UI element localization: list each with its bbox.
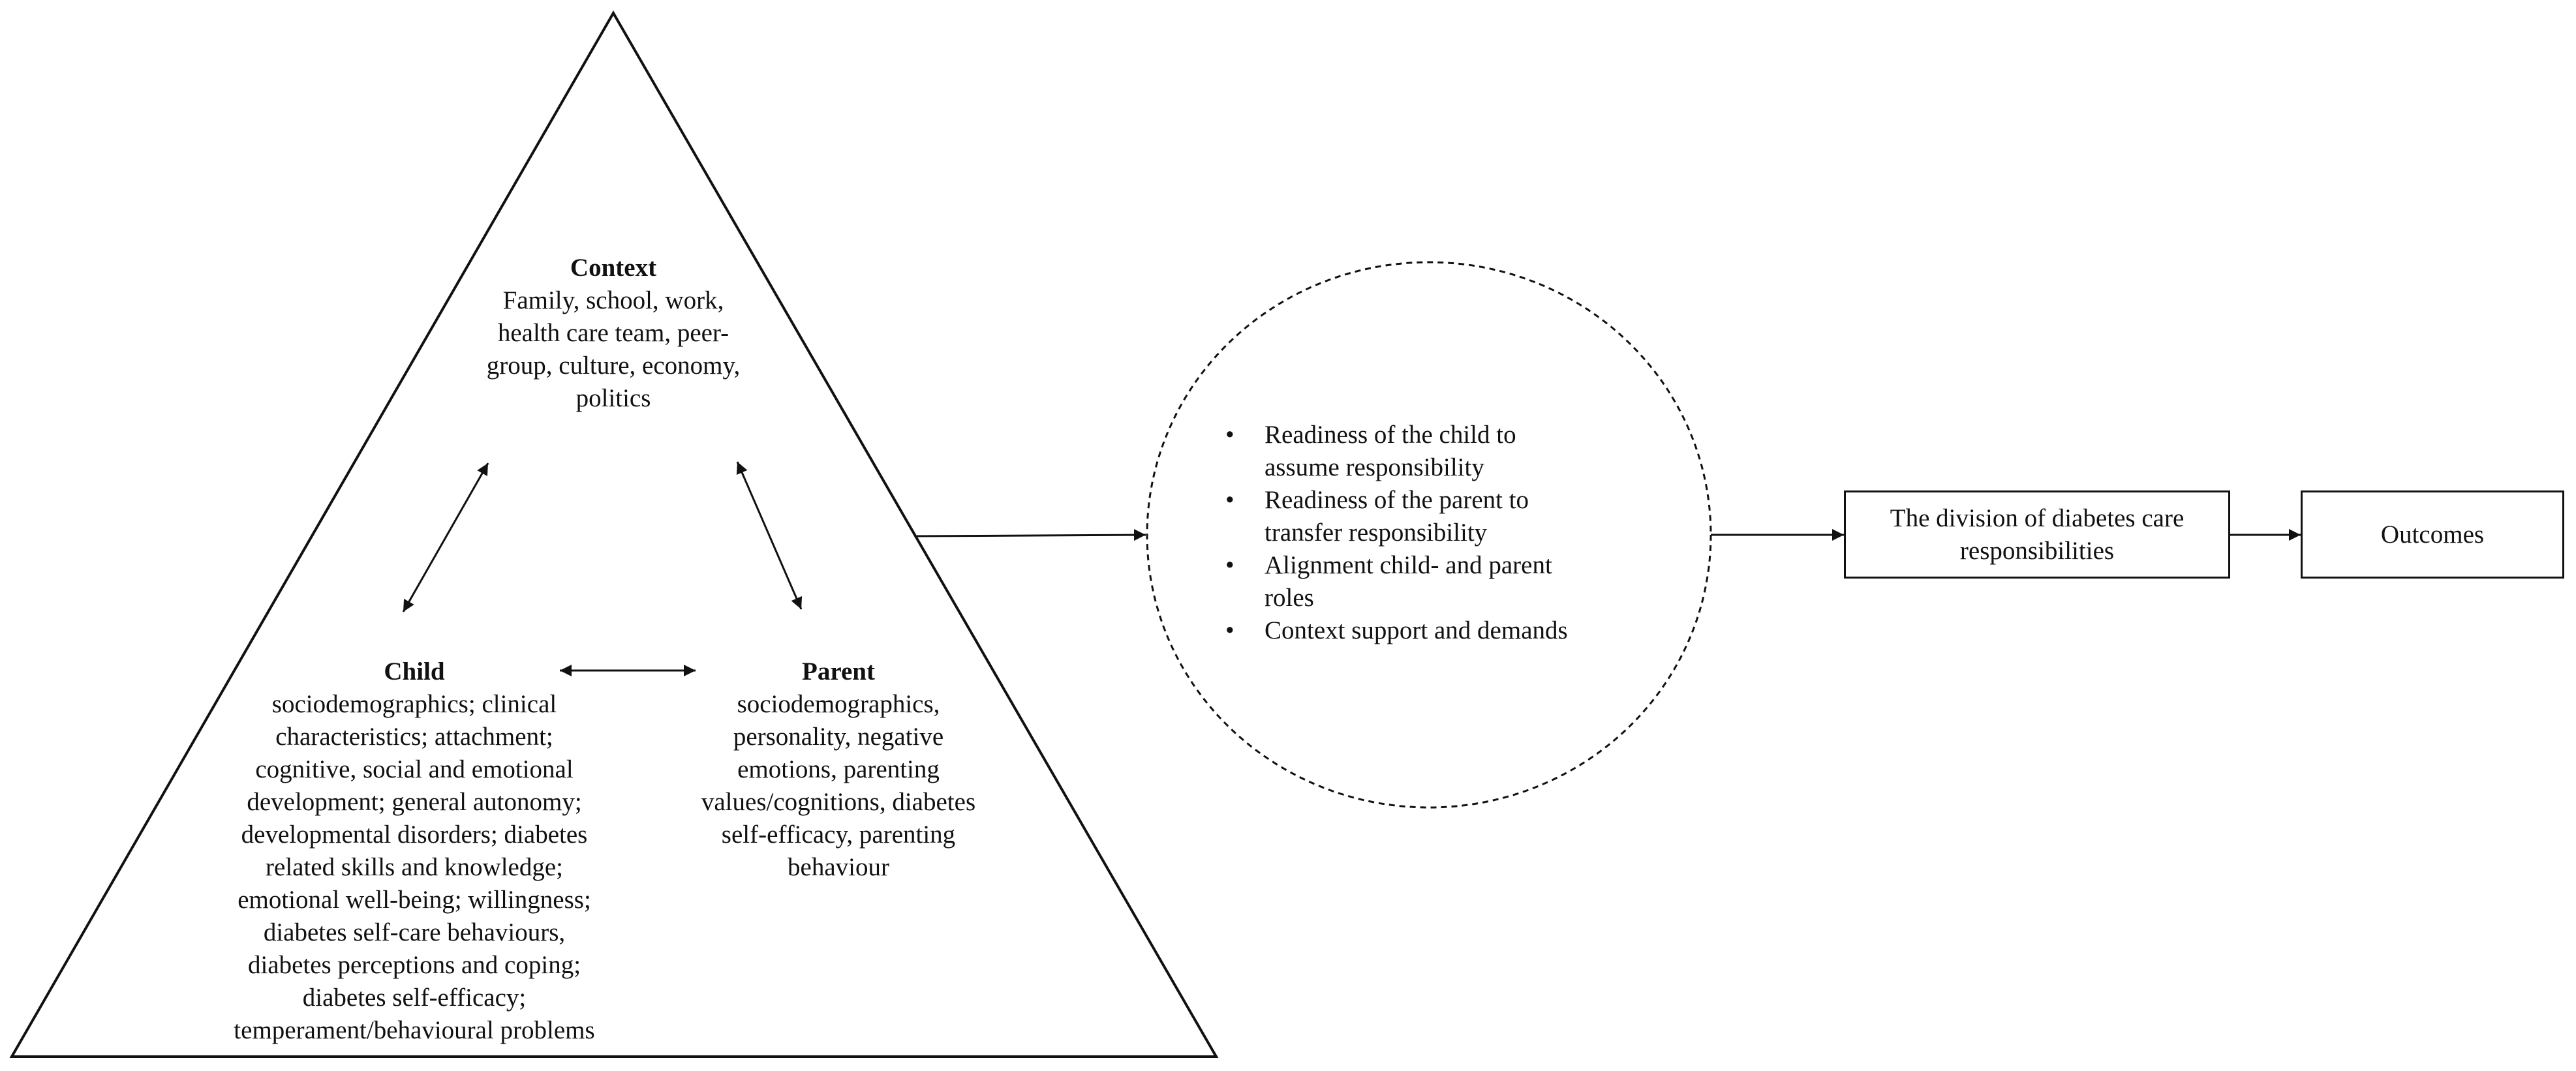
outcomes-label: Outcomes	[2380, 520, 2485, 549]
parent-heading: Parent	[802, 657, 875, 686]
parent-line-2: personality, negative	[733, 723, 944, 751]
factor-text-line: roles	[1265, 584, 1314, 612]
factor-text-line: Context support and demands	[1265, 616, 1568, 644]
bullet-icon: •	[1225, 616, 1234, 644]
factor-text-line: Alignment child- and parent	[1265, 551, 1552, 579]
division-label: The division of diabetes care responsibi…	[1890, 502, 2185, 567]
factor-text-line: Readiness of the parent to	[1265, 486, 1529, 514]
context-child-arrow	[402, 462, 489, 612]
parent-line-3: emotions, parenting	[737, 755, 940, 783]
child-heading: Child	[384, 657, 445, 686]
bullet-icon: •	[1225, 421, 1234, 449]
bullet-icon: •	[1225, 551, 1234, 579]
parent-line-1: sociodemographics,	[737, 690, 940, 718]
bullet-icon: •	[1225, 486, 1234, 514]
factor-text-line: assume responsibility	[1265, 453, 1484, 481]
factor-item: • Readiness of the parent to transfer re…	[1220, 484, 1690, 549]
factor-text-line: Readiness of the child to	[1265, 421, 1516, 449]
context-parent-arrow	[736, 461, 803, 610]
division-label-line-1: The division of diabetes care	[1890, 504, 2185, 532]
division-of-responsibilities-box: The division of diabetes care responsibi…	[1844, 490, 2230, 579]
factors-list: • Readiness of the child to assume respo…	[1220, 419, 1690, 647]
context-line-1: Family, school, work,	[502, 286, 724, 314]
child-line-5: developmental disorders; diabetes	[241, 821, 588, 849]
factor-item: • Readiness of the child to assume respo…	[1220, 419, 1690, 484]
child-line-11: temperament/behavioural problems	[234, 1016, 595, 1044]
context-line-3: group, culture, economy,	[486, 352, 741, 380]
child-line-9: diabetes perceptions and coping;	[247, 951, 581, 979]
parent-line-4: values/cognitions, diabetes	[701, 788, 976, 816]
parent-line-5: self-efficacy, parenting	[721, 821, 956, 849]
context-node: Context Family, school, work, health car…	[450, 252, 776, 415]
child-line-3: cognitive, social and emotional	[255, 755, 574, 783]
parent-line-6: behaviour	[788, 853, 889, 881]
context-heading: Context	[570, 254, 657, 282]
factor-item: • Alignment child- and parent roles	[1220, 549, 1690, 614]
child-line-4: development; general autonomy;	[247, 788, 582, 816]
child-line-1: sociodemographics; clinical	[271, 690, 557, 718]
context-line-4: politics	[575, 384, 651, 412]
factor-text-line: transfer responsibility	[1265, 519, 1488, 547]
child-line-7: emotional well-being; willingness;	[238, 886, 591, 914]
division-label-line-2: responsibilities	[1959, 536, 2115, 565]
child-line-6: related skills and knowledge;	[266, 853, 563, 881]
child-line-10: diabetes self-efficacy;	[302, 984, 527, 1012]
triangle-to-circle-arrow	[916, 529, 1146, 541]
factor-item: • Context support and demands	[1220, 614, 1690, 647]
parent-node: Parent sociodemographics, personality, n…	[666, 656, 1011, 884]
child-node: Child sociodemographics; clinical charac…	[189, 656, 639, 1047]
context-line-2: health care team, peer-	[497, 319, 729, 347]
child-line-8: diabetes self-care behaviours,	[263, 918, 566, 946]
outcomes-box: Outcomes	[2301, 490, 2564, 579]
triangle-shape	[9, 10, 1219, 1058]
child-line-2: characteristics; attachment;	[275, 723, 553, 751]
